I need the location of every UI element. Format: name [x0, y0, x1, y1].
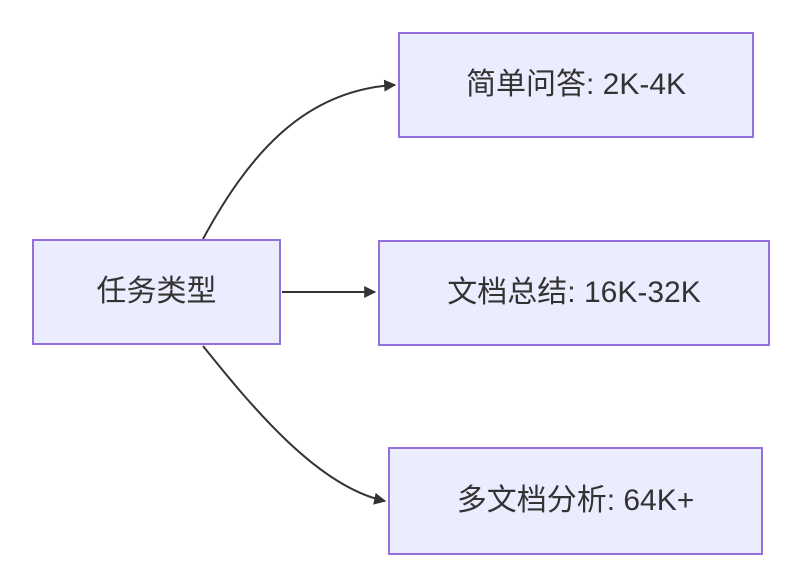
node-multi-doc-analysis: 多文档分析: 64K+: [388, 447, 763, 555]
edge-to-multi-doc: [202, 345, 387, 505]
node-simple-qa: 简单问答: 2K-4K: [398, 32, 754, 138]
edge-to-simple-qa: [202, 79, 397, 240]
node-doc-summary: 文档总结: 16K-32K: [378, 240, 770, 346]
node-task-type: 任务类型: [32, 239, 281, 345]
